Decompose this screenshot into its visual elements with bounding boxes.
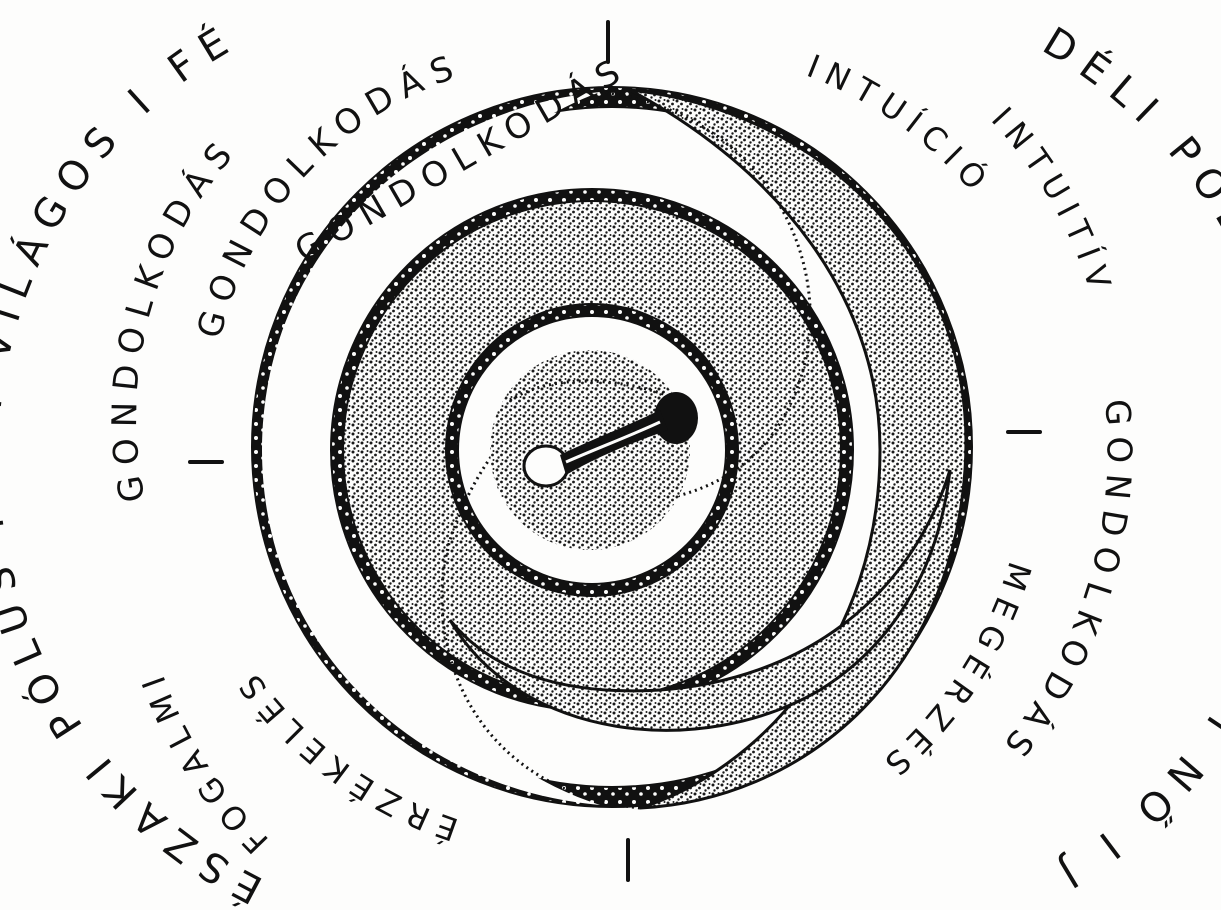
label-intuitiv: INTUITÍV bbox=[984, 100, 1121, 302]
